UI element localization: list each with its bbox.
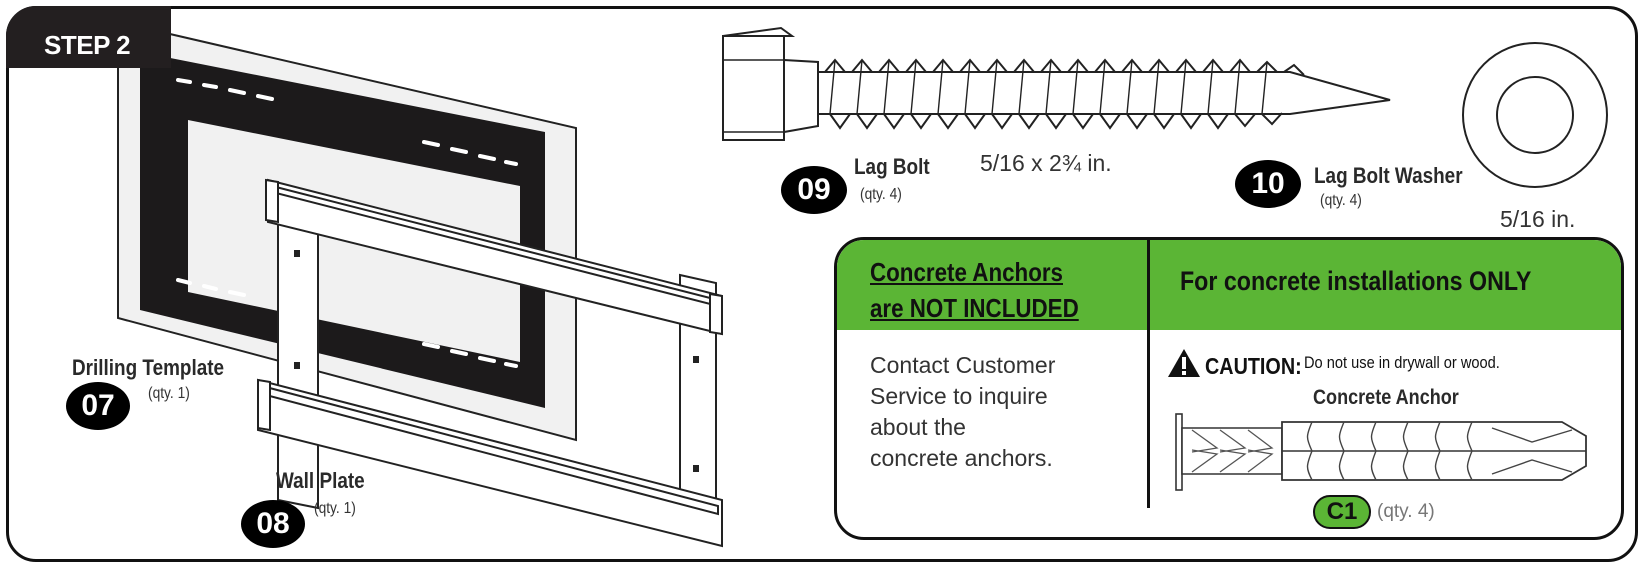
concrete-notice-box: Concrete Anchors are NOT INCLUDED For co… xyxy=(834,237,1624,540)
not-included-heading: Concrete Anchors are NOT INCLUDED xyxy=(870,257,1079,323)
part-10-badge: 10 xyxy=(1235,160,1301,208)
contact-support-text: Contact Customer Service to inquire abou… xyxy=(870,352,1056,471)
part-10-qty: (qty. 4) xyxy=(1320,192,1362,209)
part-08-name: Wall Plate xyxy=(276,468,365,493)
part-07-name: Drilling Template xyxy=(72,355,225,380)
step-label: STEP 2 xyxy=(6,6,171,68)
notice-divider xyxy=(1147,240,1150,508)
warning-triangle-icon xyxy=(1168,349,1200,377)
notice-header-bar xyxy=(837,240,1621,330)
part-08-qty: (qty. 1) xyxy=(314,500,356,517)
part-09-name: Lag Bolt xyxy=(854,154,930,179)
anchor-qty: (qty. 4) xyxy=(1377,501,1435,522)
part-07-badge: 07 xyxy=(66,382,130,430)
part-09-size: 5/16 x 2¾ in. xyxy=(980,150,1112,176)
washer-illustration xyxy=(1462,42,1608,188)
anchor-code-badge: C1 xyxy=(1313,495,1371,529)
concrete-only-heading: For concrete installations ONLY xyxy=(1180,266,1532,296)
template-wallplate-illustration xyxy=(117,20,723,548)
lag-bolt-illustration xyxy=(722,26,1391,141)
part-08-badge: 08 xyxy=(241,500,305,548)
concrete-anchor-illustration xyxy=(1175,413,1587,491)
caution-note: CAUTION: Do not use in drywall or wood. xyxy=(1167,348,1500,380)
part-10-name: Lag Bolt Washer xyxy=(1314,163,1463,188)
part-09-qty: (qty. 4) xyxy=(860,186,902,203)
part-07-qty: (qty. 1) xyxy=(148,385,190,402)
part-10-size: 5/16 in. xyxy=(1500,206,1576,232)
caution-label: CAUTION: xyxy=(1205,353,1303,379)
concrete-anchor-title: Concrete Anchor xyxy=(1313,386,1459,409)
part-09-badge: 09 xyxy=(781,166,847,214)
caution-text: Do not use in drywall or wood. xyxy=(1304,353,1500,372)
wall-plate xyxy=(257,178,723,548)
